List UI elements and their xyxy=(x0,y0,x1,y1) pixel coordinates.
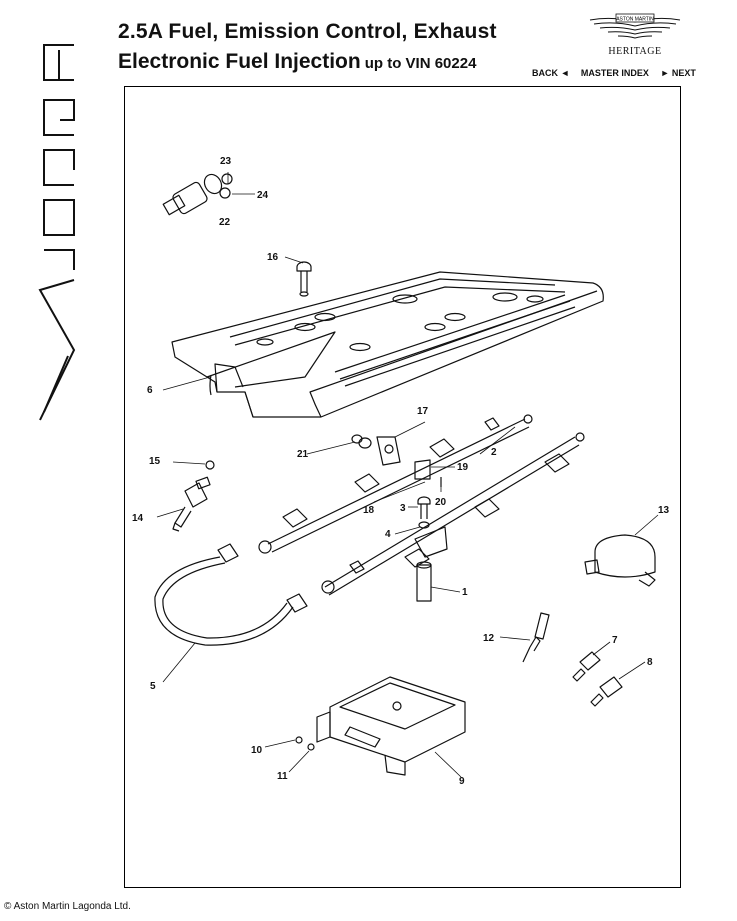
leader-8 xyxy=(618,661,646,680)
leader-13 xyxy=(634,514,659,536)
aston-martin-wings-logo: ASTON MARTIN xyxy=(589,13,681,39)
page-title-suffix: up to VIN 60224 xyxy=(364,55,477,72)
callout-5: 5 xyxy=(150,681,156,692)
ecu-9-drawing xyxy=(316,676,466,776)
callout-24: 24 xyxy=(257,190,269,201)
fuel-pipe-5-drawing xyxy=(154,543,308,646)
leader-4 xyxy=(394,526,421,535)
parts-diagram: 23 24 22 16 6 17 21 2 15 19 20 18 3 14 4… xyxy=(132,156,670,787)
regulator-17-drawing xyxy=(376,436,442,487)
callout-2: 2 xyxy=(491,447,497,458)
callout-15: 15 xyxy=(149,456,161,467)
leader-15 xyxy=(172,461,206,465)
leader-7 xyxy=(592,641,611,656)
diagram-frame xyxy=(124,86,681,888)
leader-2 xyxy=(479,426,516,455)
leader-9 xyxy=(434,751,462,778)
callout-8: 8 xyxy=(647,657,653,668)
leader-1 xyxy=(430,586,461,593)
fuel-rail-2-drawing xyxy=(258,414,533,554)
leader-18 xyxy=(373,481,426,503)
callout-17: 17 xyxy=(417,406,429,417)
back-link[interactable]: BACK ◄ xyxy=(532,68,570,78)
callout-1: 1 xyxy=(462,587,468,598)
callout-13: 13 xyxy=(658,505,670,516)
callout-19: 19 xyxy=(457,462,469,473)
sensor-8-drawing xyxy=(590,676,623,707)
callout-16: 16 xyxy=(267,252,279,263)
leader-11 xyxy=(288,750,310,773)
bolt-16-drawing xyxy=(296,261,312,297)
heritage-label: HERITAGE xyxy=(608,46,662,57)
master-index-link[interactable]: MASTER INDEX xyxy=(580,68,649,78)
injector-14-drawing xyxy=(172,460,215,532)
sensor-7-drawing xyxy=(572,651,601,682)
spacer-1-drawing xyxy=(416,561,432,602)
next-link[interactable]: ► NEXT xyxy=(660,68,696,78)
fuel-rail-18-drawing xyxy=(321,432,585,596)
callout-18: 18 xyxy=(363,505,375,516)
callout-23: 23 xyxy=(220,156,232,167)
leader-10 xyxy=(264,739,296,748)
callout-20: 20 xyxy=(435,497,447,508)
page-title-main: Electronic Fuel Injection xyxy=(118,50,361,73)
copyright-footer: © Aston Martin Lagonda Ltd. xyxy=(4,901,131,912)
leader-21 xyxy=(306,441,356,455)
nav-bar: BACK ◄ MASTER INDEX ► NEXT xyxy=(532,68,705,78)
part-21-drawing xyxy=(351,434,372,449)
leader-6 xyxy=(162,376,211,391)
bolt-3-drawing xyxy=(417,496,431,529)
callout-21: 21 xyxy=(297,449,309,460)
sensor-22-drawing xyxy=(162,173,233,216)
leader-14 xyxy=(156,508,184,518)
logo-text: ASTON MARTIN xyxy=(616,17,654,23)
leader-5 xyxy=(162,642,196,683)
callout-10: 10 xyxy=(251,745,263,756)
callout-3: 3 xyxy=(400,503,406,514)
page-title-line1: 2.5A Fuel, Emission Control, Exhaust xyxy=(118,20,497,43)
callout-11: 11 xyxy=(277,771,288,782)
callout-4: 4 xyxy=(385,529,391,540)
virage-side-logo xyxy=(38,44,76,421)
leader-12 xyxy=(499,636,531,641)
callout-12: 12 xyxy=(483,633,495,644)
callout-14: 14 xyxy=(132,513,144,524)
leader-16 xyxy=(284,256,304,264)
callout-7: 7 xyxy=(612,635,618,646)
sensor-12-drawing xyxy=(522,612,550,663)
module-13-drawing xyxy=(584,534,656,587)
callout-22: 22 xyxy=(219,217,231,228)
plenum-cover-6-drawing xyxy=(171,271,604,418)
leader-17 xyxy=(394,421,426,438)
callout-6: 6 xyxy=(147,385,153,396)
callout-9: 9 xyxy=(459,776,465,787)
